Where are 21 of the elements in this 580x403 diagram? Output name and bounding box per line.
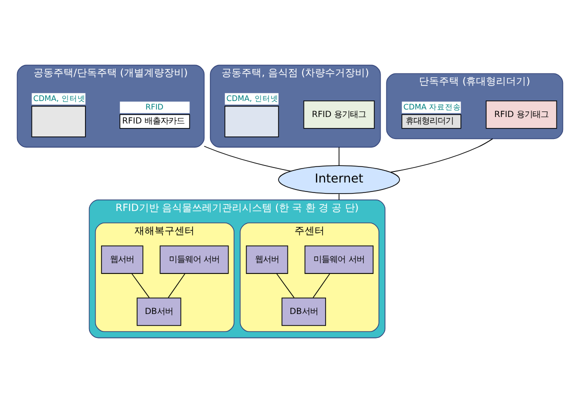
node-label: CDMA, 인터넷 (33, 94, 86, 103)
connector (276, 273, 294, 298)
node-label: CDMA 자료전송 (403, 102, 461, 112)
node-box: 웹서버 (246, 245, 288, 274)
connector (390, 138, 494, 173)
node-box: 웹서버 (101, 245, 144, 274)
connector (168, 273, 186, 298)
connector (204, 146, 292, 172)
node-label: RFID (146, 102, 164, 112)
connector (338, 146, 340, 166)
connector (131, 273, 150, 298)
node-label: CDMA, 인터넷 (226, 94, 278, 103)
node-box: DB서버 (136, 298, 182, 326)
node-box: 미들웨어 서버 (304, 245, 374, 274)
node-box: RFID 용기태그 (303, 100, 375, 129)
node-box: DB서버 (282, 298, 326, 326)
node-box: RFID 용기태그 (486, 100, 558, 129)
connector (312, 273, 330, 298)
node-box: 미들웨어 서버 (160, 245, 229, 274)
connector (338, 194, 340, 200)
node-ellipse: Internet (278, 165, 400, 194)
